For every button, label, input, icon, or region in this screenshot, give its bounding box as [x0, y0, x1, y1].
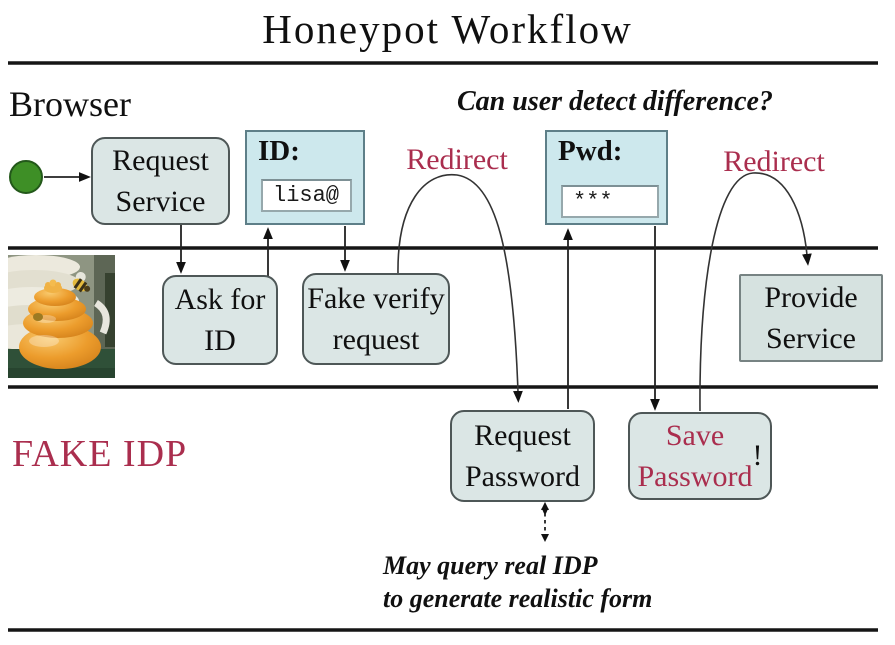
node-ask-for-id: Ask for ID [162, 275, 278, 365]
honeypot-image [8, 255, 115, 378]
bee-icon [72, 271, 91, 293]
redirect-label-left: Redirect [406, 143, 508, 176]
id-input-field: lisa@ [261, 179, 352, 212]
honeypot [19, 279, 101, 369]
pwd-input-field: *** [561, 185, 659, 218]
node-provide-service: Provide Service [739, 274, 883, 362]
node-request-service: Request Service [91, 137, 230, 225]
lane-label-fake-idp: FAKE IDP [12, 433, 188, 475]
redirect-label-right: Redirect [723, 145, 825, 178]
pwd-form-label: Pwd: [558, 135, 623, 167]
save-password-text: Save Password [637, 418, 753, 493]
save-password-exclamation: ! [752, 439, 763, 473]
pwd-form-box: Pwd: *** [545, 130, 668, 225]
page-title: Honeypot Workflow [262, 6, 633, 52]
node-save-password: Save Password! [628, 412, 772, 500]
id-form-box: ID: lisa@ [245, 130, 365, 225]
id-form-label: ID: [258, 135, 300, 167]
lane-label-browser: Browser [9, 84, 131, 124]
redirect-arc-right [699, 172, 812, 412]
question-annotation: Can user detect difference? [457, 86, 773, 117]
start-node [9, 160, 43, 194]
redirect-arc-left [397, 173, 523, 403]
query-note: May query real IDP to generate realistic… [383, 551, 653, 613]
dashed-arrowhead-up [541, 502, 549, 510]
node-fake-verify-request: Fake verify request [302, 273, 450, 365]
node-request-password: Request Password [450, 410, 595, 502]
dashed-arrowhead-down [541, 534, 549, 542]
